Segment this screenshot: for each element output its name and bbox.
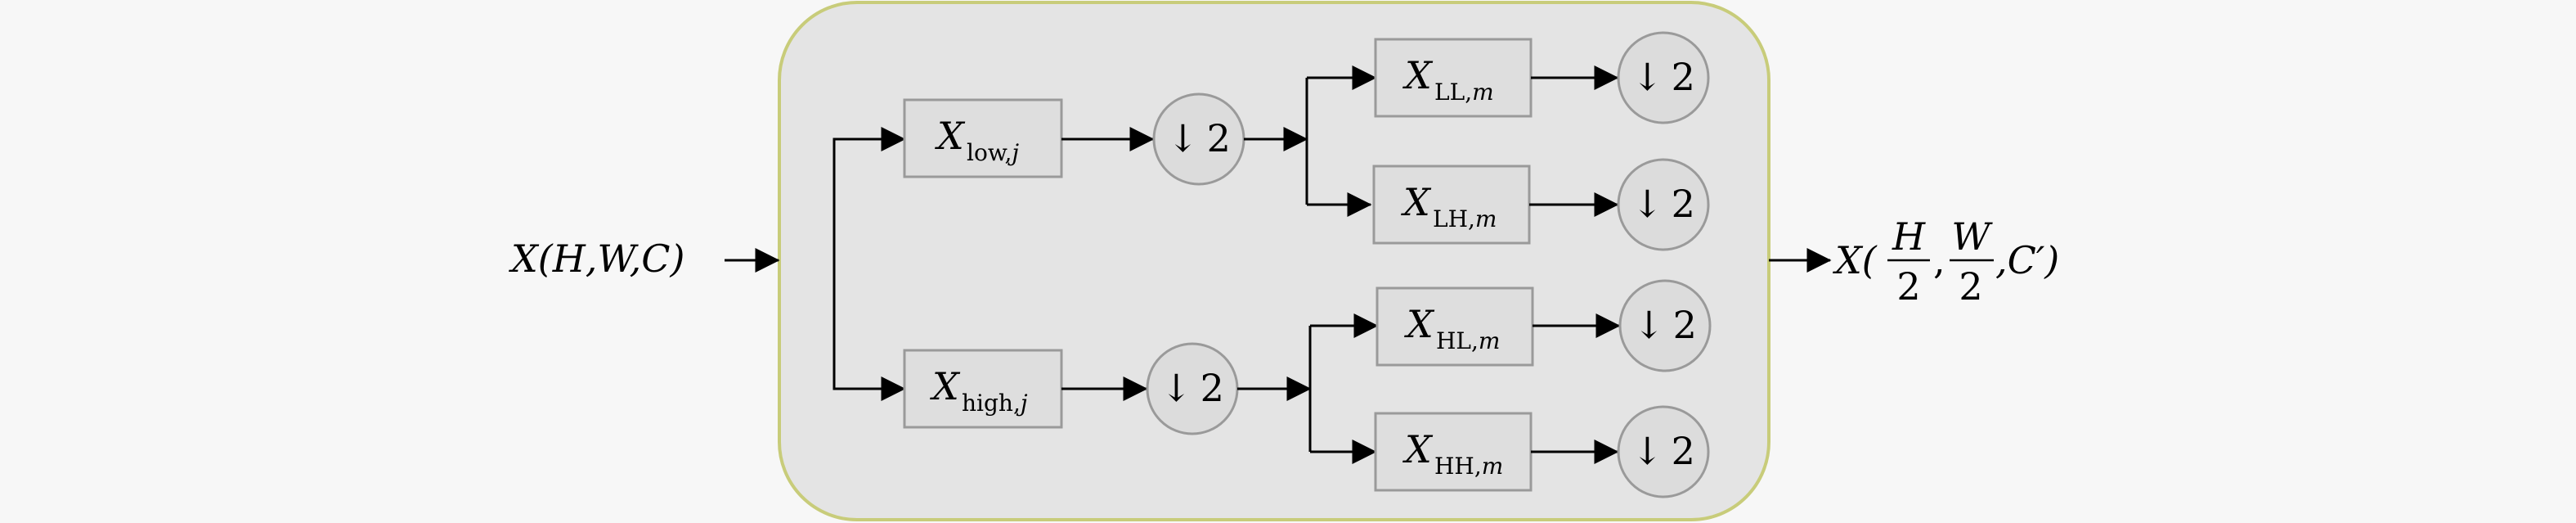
- downsample-LL: ↓2: [1617, 31, 1710, 124]
- downsample-HH: ↓2: [1617, 405, 1710, 498]
- high-band-base: X: [930, 364, 961, 408]
- HL-subscript: HL,m: [1436, 327, 1500, 354]
- output-comma: ,: [1933, 238, 1945, 282]
- svg-text:↓2: ↓2: [1167, 116, 1231, 160]
- LL-base: X: [1402, 53, 1434, 97]
- low-band-base: X: [935, 114, 966, 158]
- output-frac1-num: H: [1892, 214, 1926, 259]
- downsample-low: ↓2: [1152, 92, 1245, 186]
- LH-base: X: [1401, 180, 1432, 224]
- HL-base: X: [1404, 302, 1435, 346]
- output-frac1-den: 2: [1896, 264, 1920, 309]
- downsample-HL: ↓2: [1618, 279, 1712, 372]
- svg-text:↓2: ↓2: [1631, 429, 1695, 473]
- output-prefix: X(: [1833, 238, 1878, 282]
- LL-box: X LL,m: [1374, 38, 1533, 118]
- svg-text:↓2: ↓2: [1631, 55, 1695, 99]
- svg-text:↓2: ↓2: [1631, 182, 1695, 226]
- LL-subscript: LL,m: [1434, 79, 1494, 106]
- input-label: X(H,W,C): [509, 237, 684, 281]
- output-suffix: ,C′): [1995, 238, 2059, 282]
- downsample-LH: ↓2: [1617, 158, 1710, 251]
- HH-box: X HH,m: [1374, 412, 1533, 492]
- low-band-box: X low,j: [903, 98, 1063, 178]
- downsample-high: ↓2: [1146, 342, 1239, 435]
- svg-text:↓2: ↓2: [1633, 303, 1697, 347]
- output-frac2-den: 2: [1959, 264, 1982, 309]
- output-label: X( H 2 , W 2 ,C′): [1833, 214, 2059, 309]
- HH-base: X: [1402, 427, 1434, 471]
- HH-subscript: HH,m: [1434, 453, 1503, 480]
- LH-box: X LH,m: [1372, 165, 1531, 245]
- high-band-subscript: high,j: [962, 390, 1028, 417]
- HL-box: X HL,m: [1376, 286, 1534, 367]
- svg-text:↓2: ↓2: [1160, 366, 1224, 410]
- output-frac2-num: W: [1951, 214, 1993, 259]
- low-band-subscript: low,j: [967, 139, 1019, 166]
- high-band-box: X high,j: [903, 349, 1063, 429]
- LH-subscript: LH,m: [1433, 205, 1497, 232]
